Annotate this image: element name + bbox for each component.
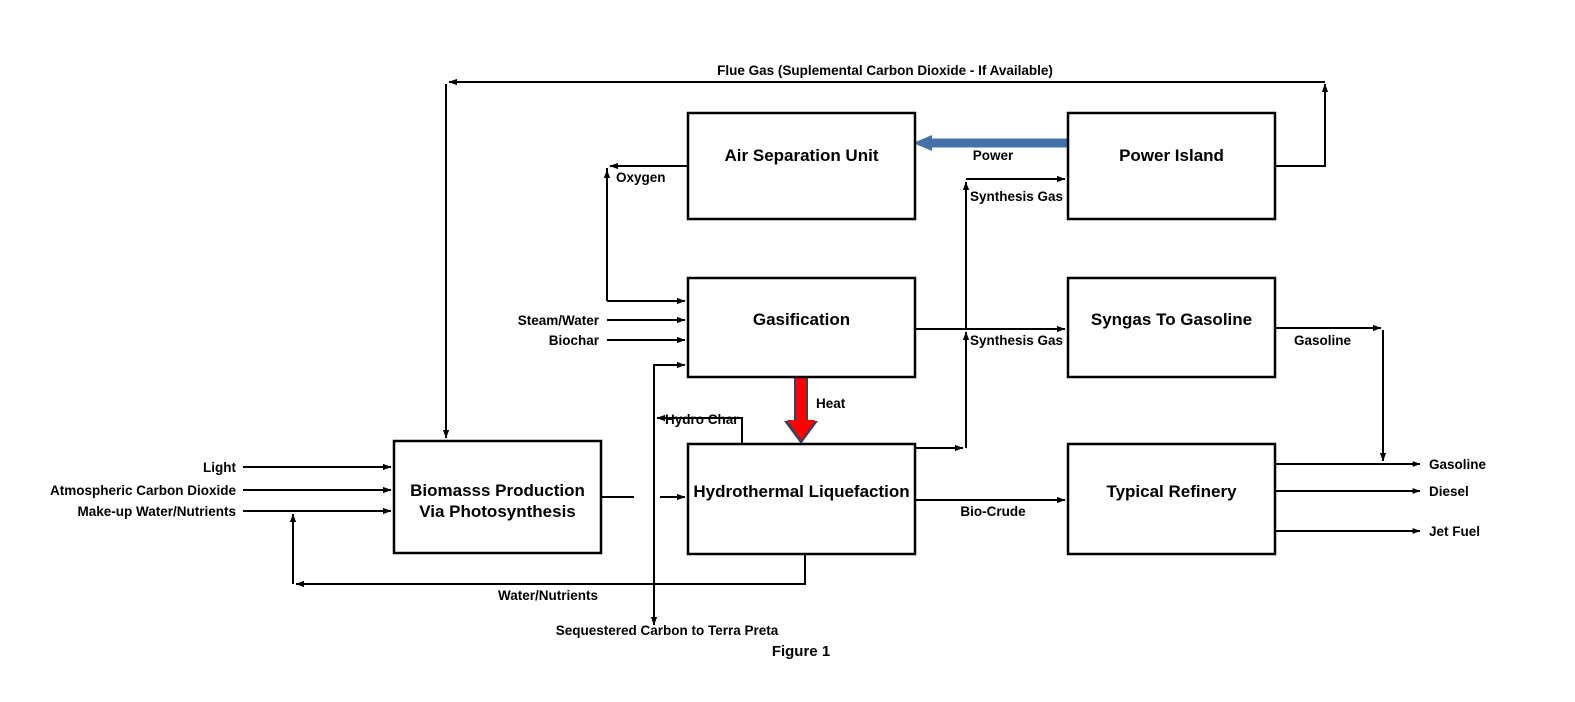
box-air-separation-unit[interactable]: Air Separation Unit: [686, 111, 917, 221]
oxygen-flow: [603, 162, 688, 305]
flow-label-steam-water: Steam/Water: [518, 313, 600, 328]
flow-label-light: Light: [203, 460, 236, 475]
flow-label-hydro-char: Hydro Char: [665, 412, 739, 427]
flow-label-gasoline-mid: Gasoline: [1294, 333, 1352, 348]
flow-label-out-jet-fuel: Jet Fuel: [1429, 524, 1480, 539]
box-hydrothermal-liquefaction[interactable]: Hydrothermal Liquefaction: [686, 442, 917, 556]
box-label-air-separation-unit: Air Separation Unit: [725, 146, 879, 165]
hydro-char-flow: [650, 361, 743, 626]
box-label-hydrothermal-liquefaction: Hydrothermal Liquefaction: [693, 482, 909, 501]
box-label-syngas-to-gasoline: Syngas To Gasoline: [1091, 310, 1252, 329]
box-label-biomass-production-line2: Via Photosynthesis: [419, 502, 576, 521]
box-label-biomass-production: Biomasss Production: [410, 481, 585, 500]
box-label-power-island: Power Island: [1119, 146, 1224, 165]
flow-label-synthesis-gas-bottom: Synthesis Gas: [970, 333, 1063, 348]
flow-label-water-nutrients: Water/Nutrients: [498, 588, 598, 603]
flow-label-bio-crude: Bio-Crude: [960, 504, 1026, 519]
flow-label-flue-gas: Flue Gas (Suplemental Carbon Dioxide - I…: [717, 63, 1053, 78]
flow-label-makeup-water: Make-up Water/Nutrients: [77, 504, 236, 519]
water-nutrients-flow: [289, 513, 806, 588]
flow-label-synthesis-gas-top: Synthesis Gas: [970, 189, 1063, 204]
flow-label-out-diesel: Diesel: [1429, 484, 1469, 499]
flue-gas-flow: [442, 78, 1329, 439]
box-biomass-production[interactable]: Biomasss Production Via Photosynthesis: [392, 439, 603, 555]
box-gasification[interactable]: Gasification: [686, 276, 917, 379]
box-syngas-to-gasoline[interactable]: Syngas To Gasoline: [1066, 276, 1277, 379]
box-power-island[interactable]: Power Island: [1066, 111, 1277, 221]
gasoline-mid-flow: [1275, 324, 1387, 462]
flow-label-sequestered-carbon: Sequestered Carbon to Terra Preta: [556, 623, 779, 638]
synthesis-gas-flow: [915, 175, 1066, 452]
box-typical-refinery[interactable]: Typical Refinery: [1066, 442, 1277, 556]
box-label-gasification: Gasification: [753, 310, 850, 329]
flow-label-power: Power: [973, 148, 1014, 163]
flow-label-atmospheric-co2: Atmospheric Carbon Dioxide: [50, 483, 237, 498]
box-label-typical-refinery: Typical Refinery: [1106, 482, 1237, 501]
flow-label-out-gasoline: Gasoline: [1429, 457, 1487, 472]
flow-label-biochar: Biochar: [549, 333, 600, 348]
power-flow-arrow: [913, 135, 1068, 151]
heat-flow-arrow: [784, 377, 818, 444]
figure-caption: Figure 1: [772, 643, 830, 660]
flow-label-heat: Heat: [816, 396, 846, 411]
flow-label-oxygen: Oxygen: [616, 170, 666, 185]
